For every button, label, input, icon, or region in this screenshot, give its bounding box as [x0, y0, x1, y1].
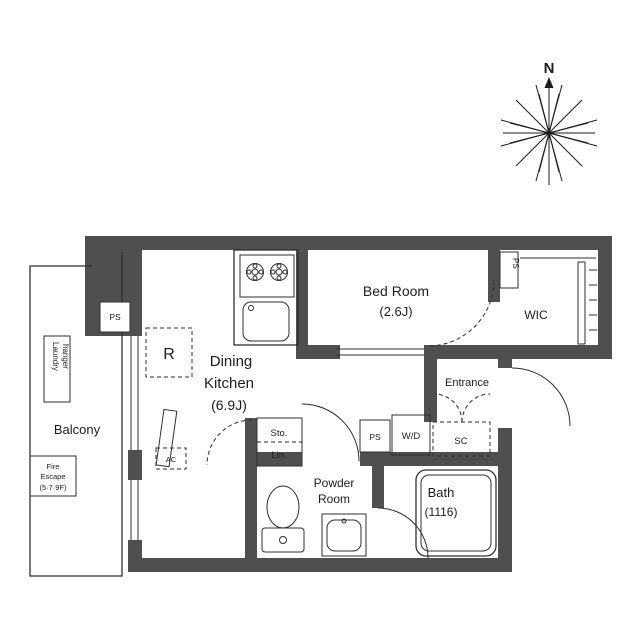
ps-hall-label: PS: [369, 432, 381, 442]
compass: N: [500, 60, 598, 185]
refrigerator-box: R: [145, 327, 193, 378]
entry-door-arc: [511, 367, 571, 427]
sc-label: SC: [454, 436, 467, 447]
burner-icon: [246, 263, 264, 281]
window-left-lower: [130, 480, 139, 540]
laundry-hanger-box: Laundry hanger: [43, 335, 71, 403]
powder-label-line2: Room: [318, 492, 350, 506]
laundry-hanger-label-line1: Laundry: [51, 342, 60, 371]
balcony-label: Balcony: [54, 422, 101, 437]
stove: [239, 254, 295, 298]
bedroom-label: Bed Room: [363, 283, 429, 299]
kitchen-counter: [233, 249, 299, 346]
balcony-outline: [29, 252, 123, 577]
bedroom-size-label: (2.6J): [379, 304, 412, 319]
washer-dryer-box: W/D: [391, 414, 431, 456]
shoe-closet-box: SC: [432, 421, 491, 457]
ps-wic-label: PS: [511, 258, 520, 269]
bath-label: Bath: [428, 485, 455, 500]
powder-label-line1: Powder: [314, 476, 355, 490]
wic-closet-rod: [520, 257, 597, 345]
walls: [85, 236, 612, 572]
door-arcs: [206, 279, 571, 559]
balcony-door-leaf: [155, 408, 178, 468]
bathtub: [415, 469, 497, 557]
fire-escape-label-line1: Fire: [47, 462, 60, 471]
wic-door-arc: [427, 279, 495, 347]
dk-label-line1: Dining: [210, 353, 253, 370]
kitchen-sink: [242, 301, 290, 342]
fire-escape-label-line3: (5·7·9F): [39, 483, 67, 492]
north-label: N: [544, 60, 555, 77]
entrance-label: Entrance: [445, 377, 489, 389]
toilet: [261, 485, 305, 553]
lin-label: Lin.: [271, 450, 286, 461]
wic-label: WIC: [524, 308, 548, 322]
ps-left-box: PS: [99, 301, 131, 333]
bath-door-arc: [377, 507, 429, 559]
ps-left-label: PS: [109, 312, 121, 322]
dk-size-label: (6.9J): [211, 397, 247, 413]
shoe-closet-door-arc: [461, 393, 491, 423]
laundry-hanger-label-line2: hanger: [61, 344, 70, 369]
bath-size-label: (1116): [425, 505, 458, 519]
ps-hall-box: PS: [359, 419, 391, 453]
burner-icon: [270, 263, 288, 281]
north-arrow-icon: [544, 77, 554, 88]
ac-unit: AC: [155, 447, 187, 470]
fire-escape-box: Fire Escape (5·7·9F): [29, 455, 77, 497]
powder-door-arc: [301, 403, 360, 462]
sliding-door-bedroom: [336, 348, 424, 356]
fire-escape-label-line2: Escape: [40, 472, 65, 481]
vanity-sink: [321, 513, 367, 557]
sto-label: Sto.: [271, 428, 288, 439]
dk-label-line2: Kitchen: [204, 375, 254, 392]
ac-label: AC: [166, 455, 177, 464]
storage-box: Sto. Lin.: [256, 417, 303, 467]
dk-door-arc: [206, 419, 253, 466]
shoe-closet-door-arc: [433, 393, 463, 423]
window-left-upper: [130, 336, 139, 450]
ps-wic-box: PS: [499, 251, 520, 289]
refrigerator-label: R: [163, 346, 175, 363]
wd-label: W/D: [402, 431, 421, 442]
